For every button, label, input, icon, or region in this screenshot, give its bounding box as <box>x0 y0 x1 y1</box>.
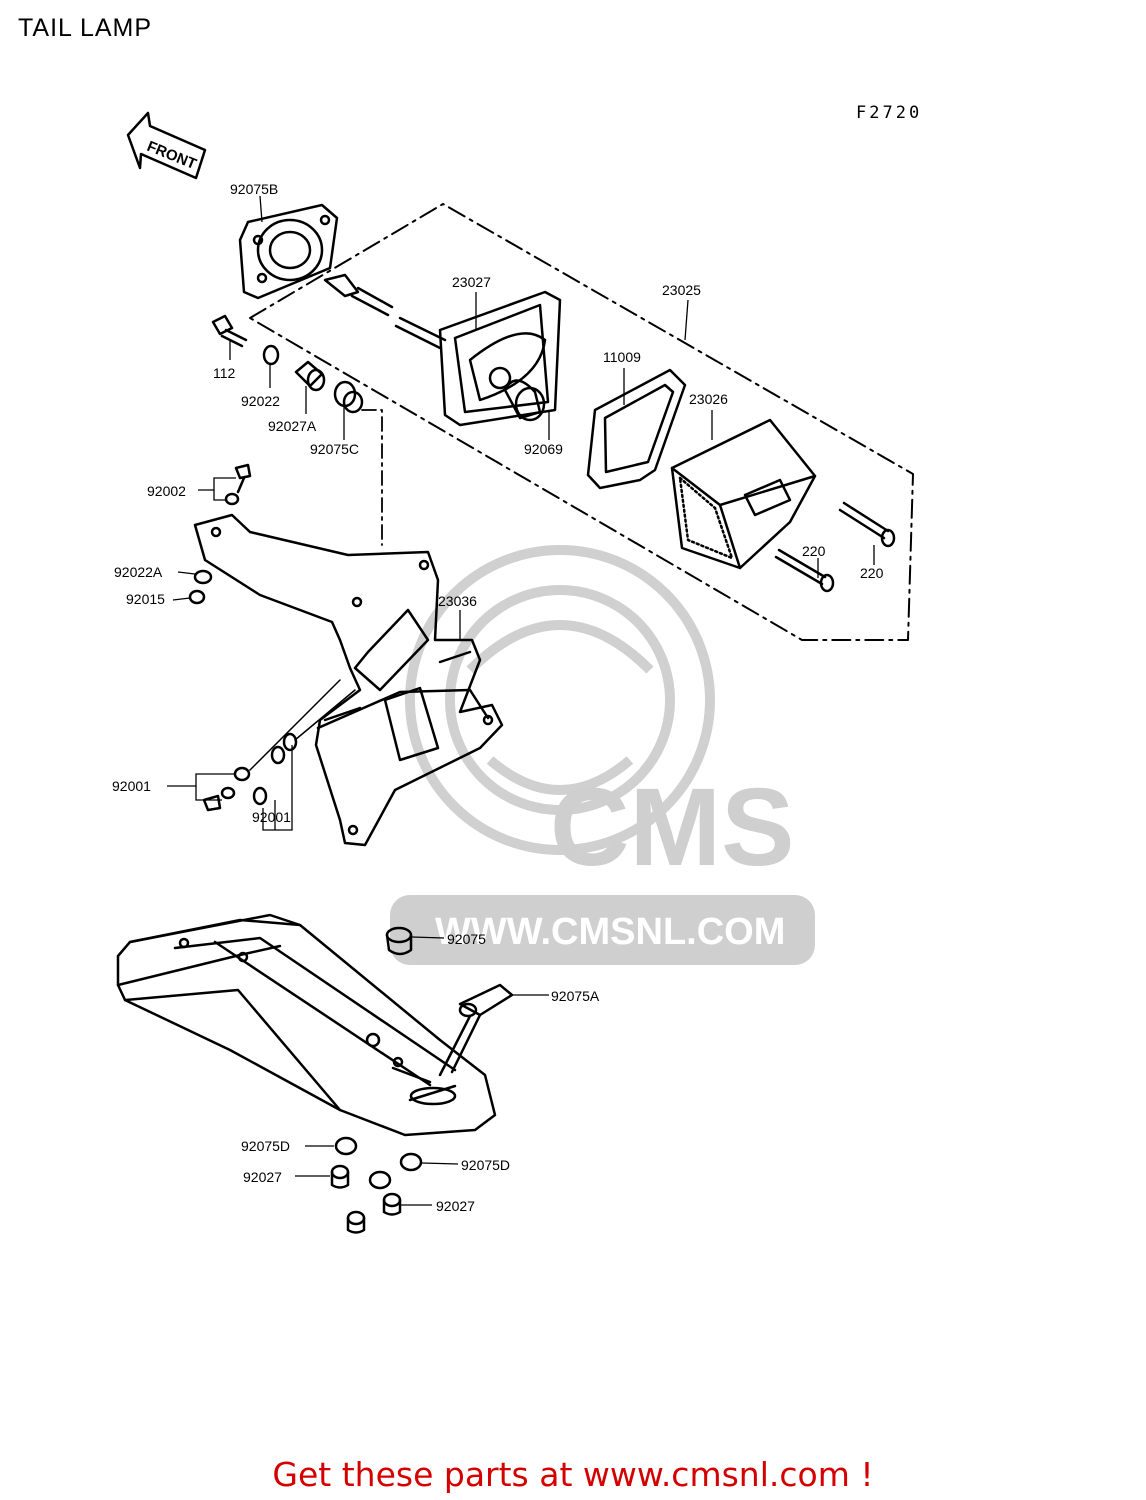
part-label: 92027 <box>243 1169 282 1185</box>
part-label: 23026 <box>689 391 728 407</box>
wiring-harness-part <box>323 273 447 350</box>
grommet-part <box>334 1136 358 1156</box>
screw-part <box>224 463 252 506</box>
tail-lens-part <box>670 418 817 570</box>
bolt-part <box>211 314 248 348</box>
washer-part <box>262 344 280 366</box>
bolt-part <box>202 732 298 812</box>
collar-part <box>330 1164 350 1189</box>
part-label: 92022 <box>241 393 280 409</box>
page-title: TAIL LAMP <box>18 14 153 42</box>
front-arrow-icon: FRONT <box>126 111 207 180</box>
watermark-brand: CMS <box>550 766 794 889</box>
rear-fender-part <box>116 913 497 1137</box>
watermark-logo: CMS WWW.CMSNL.COM <box>390 545 815 965</box>
collar-part <box>294 360 326 392</box>
parts-diagram: FRONT <box>112 111 914 1234</box>
part-label: 92075D <box>241 1138 290 1154</box>
part-label: 23027 <box>452 274 491 290</box>
part-label: 23025 <box>662 282 701 298</box>
part-label: 92075A <box>551 988 600 1004</box>
part-label: 92075C <box>310 441 359 457</box>
part-label: 92001 <box>252 809 291 825</box>
part-label: 92022A <box>114 564 163 580</box>
strap-part <box>438 983 514 1077</box>
grommet-part <box>399 1152 423 1172</box>
part-label: 112 <box>213 365 236 381</box>
part-label: 92027 <box>436 1198 475 1214</box>
grommet-part <box>385 926 413 956</box>
washer-part <box>193 569 213 585</box>
part-label: 23036 <box>438 593 477 609</box>
nut-part <box>188 589 206 605</box>
footer-promo-link[interactable]: Get these parts at www.cmsnl.com ! <box>272 1455 874 1494</box>
part-label: 92075 <box>447 931 486 947</box>
bulb-part <box>503 379 546 422</box>
part-label: 220 <box>802 543 826 559</box>
part-label: 92002 <box>147 483 186 499</box>
damper-part <box>333 380 364 414</box>
part-label: 92001 <box>112 778 151 794</box>
drawing-code: F2720 <box>856 103 923 123</box>
part-label: 92075B <box>230 181 278 197</box>
grommet-part <box>368 1170 392 1190</box>
watermark-url: WWW.CMSNL.COM <box>435 911 785 953</box>
part-label: 92075D <box>461 1157 510 1173</box>
collar-part <box>346 1210 366 1234</box>
screw-part <box>774 548 835 593</box>
collar-part <box>382 1192 402 1216</box>
part-label: 92015 <box>126 591 165 607</box>
license-bracket-part <box>193 513 504 847</box>
screw-part <box>838 501 896 548</box>
part-label: 92027A <box>268 418 317 434</box>
part-label: 220 <box>860 565 884 581</box>
part-label: 11009 <box>603 349 641 365</box>
gasket-plate-part <box>238 203 339 300</box>
lamp-base-part <box>438 290 562 427</box>
part-label: 92069 <box>524 441 563 457</box>
lens-gasket-part <box>586 368 687 490</box>
